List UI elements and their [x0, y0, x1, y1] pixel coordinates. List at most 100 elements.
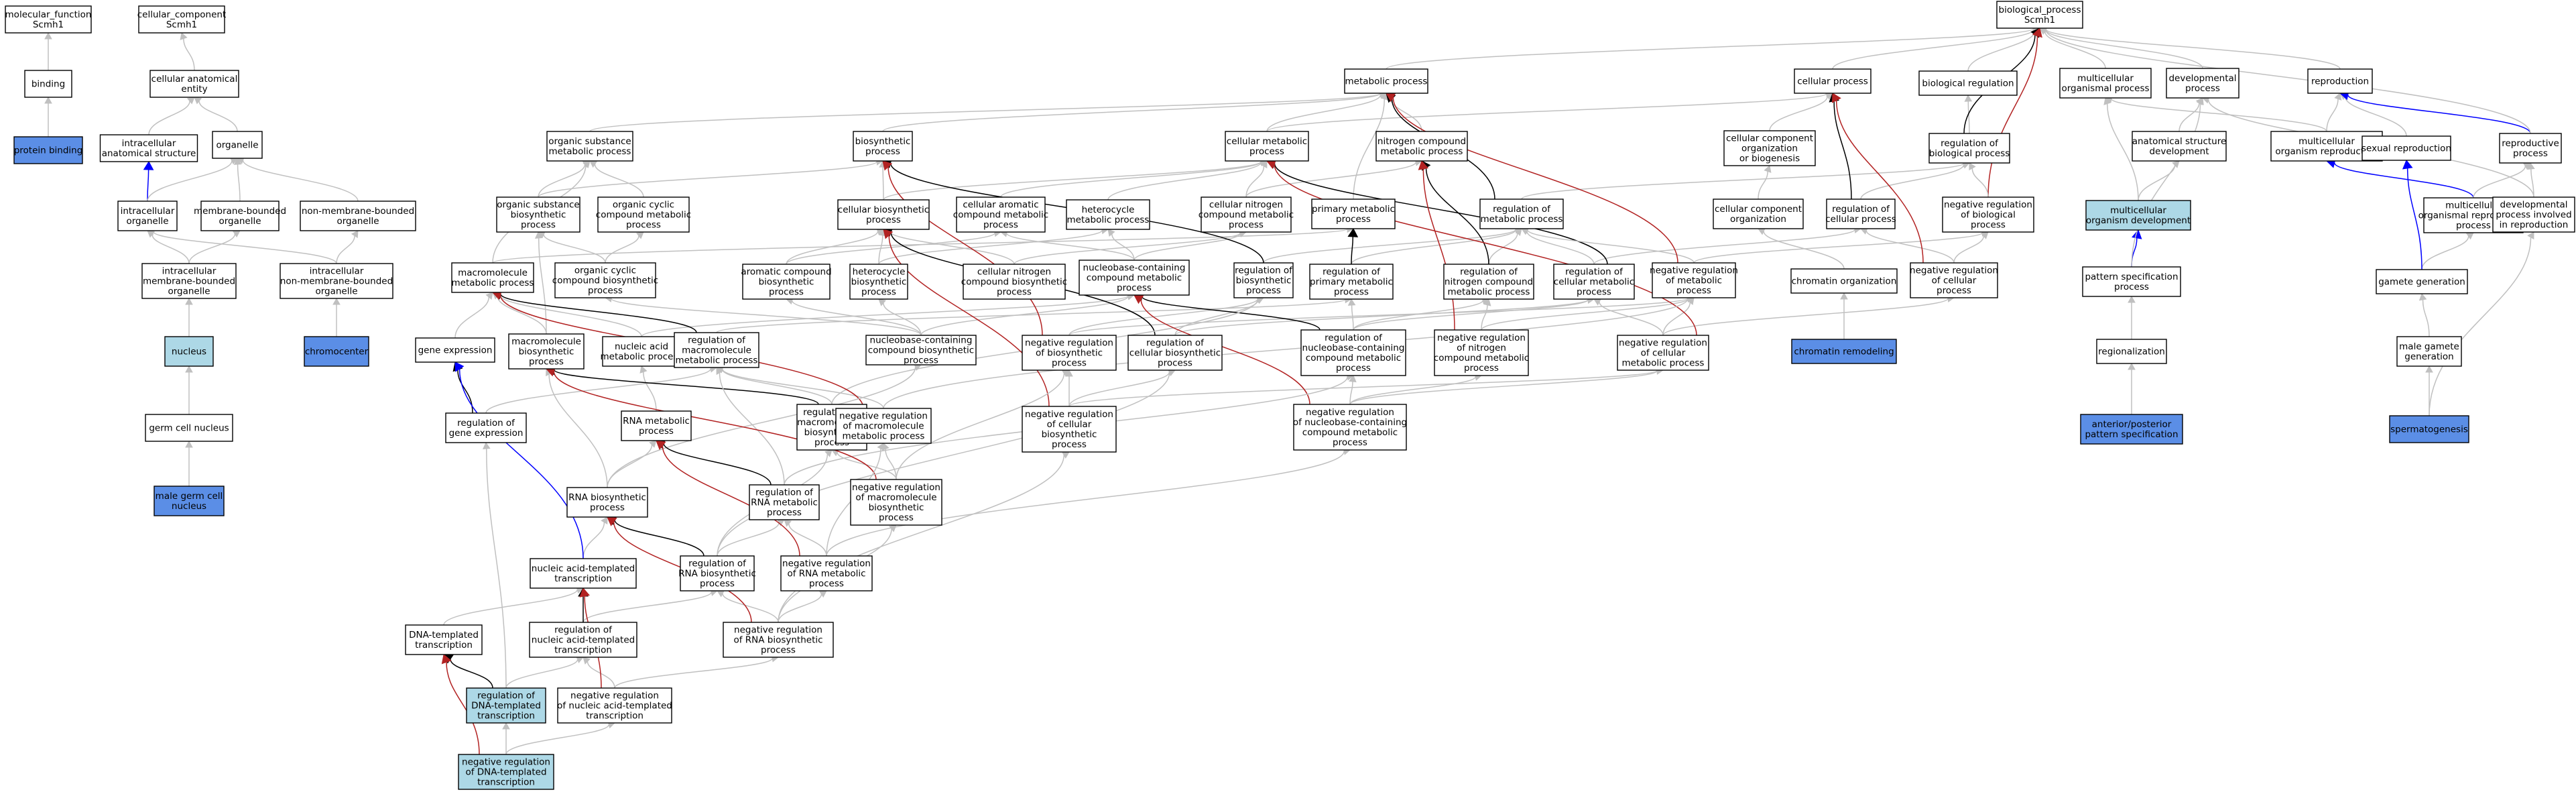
- edge-arrowhead: [186, 97, 195, 105]
- relation-edge-is-a: [1969, 162, 1989, 198]
- edge-line: [2333, 162, 2474, 199]
- go-term-label: germ cell nucleus: [149, 423, 229, 434]
- go-term-box: [1443, 264, 1534, 300]
- edge-line: [548, 374, 608, 488]
- edge-line: [786, 231, 879, 265]
- go-term-node-cellproc: cellular process: [1794, 68, 1872, 94]
- go-term-label-line: of macromolecule: [855, 492, 936, 503]
- go-term-box: [850, 479, 942, 526]
- edge-line: [896, 373, 1065, 480]
- relation-edge-part-of: [454, 361, 584, 559]
- go-term-label-line: process: [879, 512, 914, 523]
- go-term-label-line: macromolecule: [682, 345, 751, 356]
- edge-line: [188, 233, 236, 264]
- edge-line: [1140, 299, 1310, 405]
- go-term-label: nucleus: [172, 347, 206, 357]
- edge-line: [1693, 232, 1983, 264]
- edge-arrowhead: [1964, 94, 1973, 102]
- go-term-label-line: process: [590, 502, 625, 513]
- edge-arrowhead: [233, 157, 242, 165]
- go-term-label-line: nucleus: [172, 347, 206, 357]
- go-term-label-line: developmental: [2500, 200, 2567, 211]
- edge-line: [722, 593, 779, 623]
- go-term-label-line: regulation of: [1325, 333, 1383, 343]
- go-term-label-line: or biogenesis: [1739, 154, 1800, 164]
- go-term-label-line: negative regulation: [852, 482, 940, 493]
- go-term-box: [508, 333, 585, 370]
- go-term-box: [200, 201, 280, 231]
- edge-line: [1068, 298, 1258, 336]
- edge-line: [183, 38, 195, 71]
- go-term-label-line: metabolic process: [1448, 287, 1530, 298]
- edge-line: [485, 368, 711, 414]
- go-term-label-line: pattern specification: [2085, 272, 2178, 282]
- edge-arrowhead: [1969, 162, 1976, 171]
- go-term-label-line: molecular_function: [5, 9, 92, 20]
- go-term-box: [2389, 415, 2469, 443]
- relation-edge-is-a: [1953, 231, 1989, 264]
- edge-line: [1111, 233, 1135, 261]
- edge-arrowhead: [1107, 229, 1115, 237]
- go-term-label-line: compound biosynthetic: [868, 345, 974, 356]
- relation-edge-negatively-regulates: [656, 440, 800, 557]
- go-term-label-line: process: [1577, 287, 1611, 298]
- go-term-box: [1375, 131, 1468, 162]
- edge-arrowhead: [1349, 374, 1357, 383]
- go-term-box: [849, 264, 908, 300]
- go-term-box: [1293, 404, 1407, 451]
- go-term-label-line: organismal process: [2061, 83, 2149, 94]
- go-term-label-line: of cellular: [1641, 348, 1686, 359]
- go-term-box: [1928, 133, 2010, 164]
- go-term-label-line: cellular biosynthetic: [1129, 348, 1221, 359]
- edge-line: [443, 589, 578, 626]
- go-term-box: [2499, 133, 2562, 164]
- go-term-box: [451, 262, 534, 293]
- go-term-label: chromatin organization: [1792, 276, 1897, 287]
- go-term-node-gamgen: gamete generation: [2376, 269, 2468, 294]
- edge-arrowhead: [2334, 93, 2342, 101]
- go-term-box: [1652, 262, 1736, 298]
- go-term-label-line: RNA metabolic: [623, 416, 690, 427]
- go-term-node-spermato: spermatogenesis: [2389, 415, 2469, 443]
- go-term-box: [1617, 335, 1709, 371]
- go-term-label-line: process: [769, 287, 804, 298]
- go-term-label-line: organic cyclic: [613, 200, 674, 211]
- relation-edge-is-a: [44, 96, 52, 137]
- edge-arrowhead: [44, 32, 52, 40]
- go-term-node-binding: binding: [24, 70, 72, 98]
- go-term-label-line: biosynthetic: [511, 210, 566, 221]
- go-term-label-line: process: [1336, 363, 1371, 374]
- go-term-label-line: RNA biosynthetic: [568, 492, 646, 503]
- go-term-label-line: of DNA-templated: [465, 767, 546, 778]
- go-term-box: [1910, 262, 1998, 298]
- edge-arrowhead: [1514, 228, 1522, 236]
- go-term-label-line: organelle: [216, 140, 258, 151]
- go-term-box: [154, 486, 225, 516]
- edge-line: [2344, 96, 2407, 137]
- edge-arrowhead: [878, 298, 887, 306]
- go-term-node-chromocenter: chromocenter: [304, 336, 369, 367]
- edge-line: [1133, 233, 1241, 261]
- go-term-label-line: Scmh1: [33, 19, 64, 30]
- go-term-box: [2082, 266, 2181, 297]
- go-term-label-line: process: [1229, 220, 1264, 231]
- relation-edge-negatively-regulates: [1831, 93, 1924, 264]
- edge-arrowhead: [1418, 160, 1429, 170]
